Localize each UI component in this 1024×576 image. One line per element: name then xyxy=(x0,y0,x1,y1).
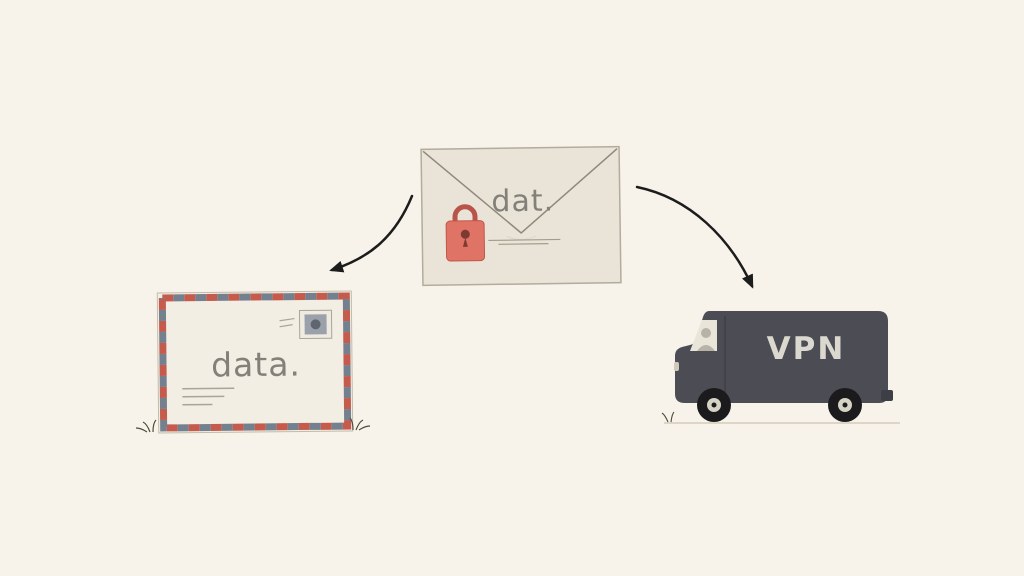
van-label: VPN xyxy=(767,331,846,367)
postal-envelope-inner xyxy=(169,303,341,421)
grass-tuft-left xyxy=(135,419,157,433)
van-body xyxy=(675,311,888,403)
postal-data-label: data. xyxy=(211,345,301,385)
front-wheel-icon xyxy=(697,388,731,422)
lock-shackle xyxy=(452,204,478,223)
grass-tuft-van xyxy=(661,411,675,423)
grass-tuft-right xyxy=(349,417,371,431)
encrypted-data-label: dat. xyxy=(491,184,554,220)
airmail-border-blue xyxy=(158,292,352,432)
stamp-icon xyxy=(298,309,333,340)
lock-icon xyxy=(445,204,486,262)
postmark-lines xyxy=(279,317,295,328)
headlight-icon xyxy=(674,362,679,371)
rear-bumper xyxy=(881,390,893,401)
curved-arrow-right-icon xyxy=(635,185,754,289)
curved-arrow-left-icon xyxy=(329,194,414,273)
rear-wheel-icon xyxy=(828,388,862,422)
airmail-border-red xyxy=(158,292,352,432)
postal-envelope: data. xyxy=(156,290,354,434)
envelope-detail-lines xyxy=(488,238,561,245)
envelope-flap xyxy=(422,148,618,234)
address-lines xyxy=(182,387,235,406)
keyhole-icon xyxy=(460,229,470,247)
vpn-van: VPN xyxy=(661,311,900,424)
encrypted-envelope: dat. xyxy=(420,145,622,287)
driver-figure xyxy=(697,328,715,351)
